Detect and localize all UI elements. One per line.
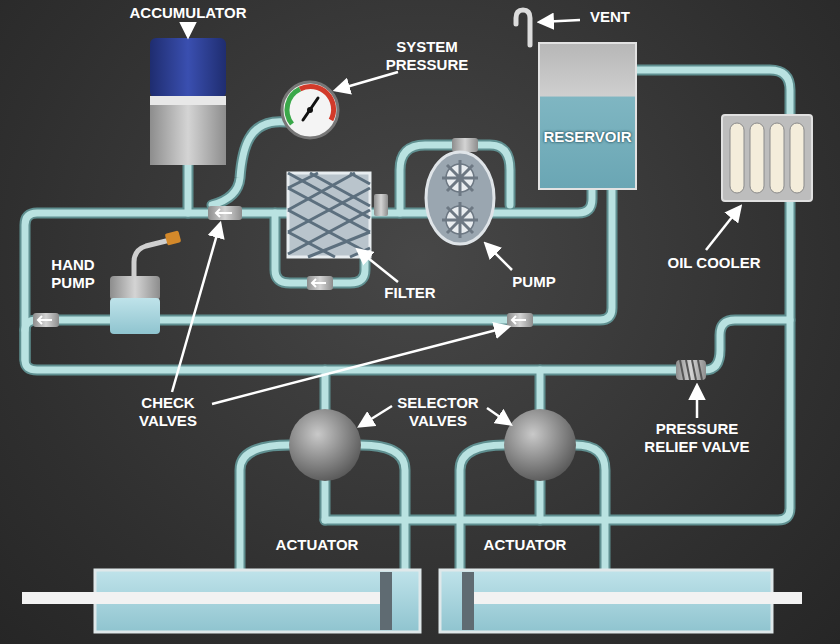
reservoir-tank: RESERVOIR [538,42,637,190]
actuator-label: ACTUATOR [470,536,580,554]
vent-label: VENT [582,8,638,26]
check-valve-label: CHECK VALVES [120,394,216,430]
accumulator-label: ACCUMULATOR [118,4,258,22]
relief-valve-label: PRESSURE RELIEF VALVE [642,420,752,456]
gauge-label: SYSTEM PRESSURE [382,38,472,74]
selector-valve-label: SELECTOR VALVES [386,394,490,430]
filter-label: FILTER [378,284,442,302]
actuator-label: ACTUATOR [262,536,372,554]
hand-pump-label: HAND PUMP [36,256,110,292]
node-label: RESERVOIR [540,128,635,146]
cooler-label: OIL COOLER [664,254,764,272]
pump-label: PUMP [506,273,562,291]
